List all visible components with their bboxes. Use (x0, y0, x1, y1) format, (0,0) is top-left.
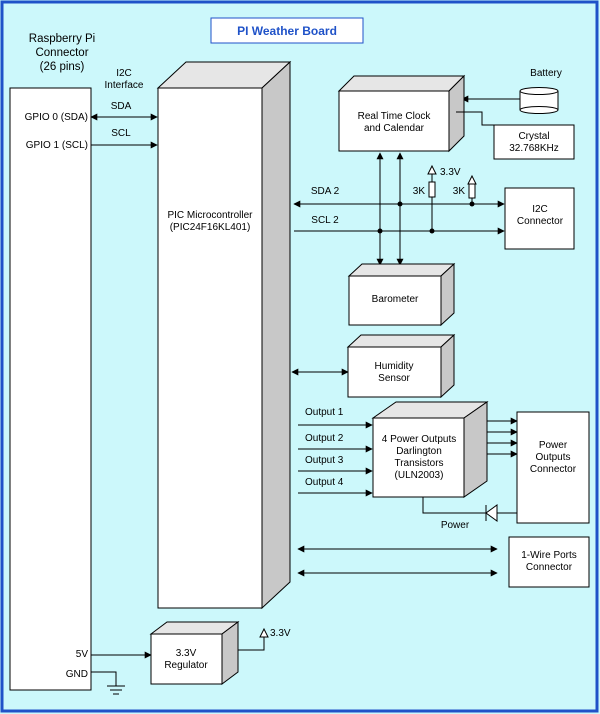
title-box (210, 17, 364, 44)
pullup-voltage-label: 3.3V (440, 167, 461, 178)
rpi-gpio0-label: GPIO 0 (SDA) (25, 112, 88, 123)
regulator-block (149, 621, 240, 685)
rpi-title-line2: Connector (35, 47, 88, 59)
crystal-connection (456, 111, 494, 126)
pullup-resistor-1 (427, 164, 437, 231)
junction-dot (397, 201, 403, 207)
pic-label-line2: (PIC24F16KL401) (170, 222, 251, 233)
power-connector-line1: Power (539, 440, 568, 451)
power-label: Power (441, 520, 470, 531)
pic-label-line1: PIC Microcontroller (167, 210, 253, 221)
diode-symbol (485, 504, 498, 522)
rtc-label-line2: and Calendar (364, 123, 425, 134)
onewire-label-line1: 1-Wire Ports (521, 550, 577, 561)
ground-symbol (91, 671, 125, 695)
i2c-connector-box (504, 187, 575, 250)
humidity-label-line1: Humidity (375, 361, 414, 372)
power-connector-line2: Outputs (535, 452, 570, 463)
output2-label: Output 2 (305, 433, 344, 444)
humidity-sensor-block (346, 333, 456, 399)
rpi-gpio1-label: GPIO 1 (SCL) (26, 140, 88, 151)
i2c-connector-line1: I2C (532, 204, 548, 215)
rpi-connector-box (9, 87, 92, 691)
junction-dot (377, 228, 383, 234)
pullup-resistor-2 (467, 174, 477, 204)
i2c-interface-line1: I2C (116, 68, 132, 79)
regulator-output (238, 627, 269, 651)
crystal-label-line2: 32.768KHz (509, 143, 558, 154)
resistor1-label: 3K (413, 186, 426, 197)
sda-label: SDA (111, 101, 132, 112)
regulator-label-line2: Regulator (164, 660, 208, 671)
i2c-interface-line2: Interface (105, 80, 144, 91)
output4-label: Output 4 (305, 477, 344, 488)
battery-label: Battery (530, 68, 562, 79)
rpi-title-line3: (26 pins) (40, 61, 85, 73)
darlington-label-line1: 4 Power Outputs (382, 434, 456, 445)
battery-icon (519, 87, 559, 114)
sda2-label: SDA 2 (311, 186, 340, 197)
barometer-block (347, 262, 456, 327)
pic-microcontroller-block (156, 60, 292, 610)
crystal-box (493, 124, 575, 160)
rpi-title-line1: Raspberry Pi (29, 33, 95, 45)
crystal-label-line1: Crystal (518, 131, 549, 142)
power-outputs-connector-box (516, 411, 590, 524)
resistor2-label: 3K (453, 186, 466, 197)
regulator-output-voltage: 3.3V (270, 628, 291, 639)
output3-label: Output 3 (305, 455, 344, 466)
darlington-label-line3: Transistors (394, 458, 443, 469)
darlington-label-line2: Darlington (396, 446, 442, 457)
scl-label: SCL (111, 128, 131, 139)
output1-label: Output 1 (305, 407, 344, 418)
darlington-label-line4: (ULN2003) (395, 470, 444, 481)
rtc-label-line1: Real Time Clock (358, 111, 432, 122)
onewire-label-line2: Connector (526, 562, 573, 573)
rpi-5v-label: 5V (76, 649, 89, 660)
i2c-connector-line2: Connector (517, 216, 564, 227)
humidity-label-line2: Sensor (378, 373, 410, 384)
diagram-title: PI Weather Board (237, 24, 337, 38)
rpi-gnd-label: GND (66, 669, 88, 680)
darlington-block (371, 401, 489, 498)
scl2-label: SCL 2 (311, 215, 339, 226)
barometer-label: Barometer (372, 294, 419, 305)
onewire-connector-box (508, 536, 590, 588)
power-connector-line3: Connector (530, 464, 577, 475)
regulator-label-line1: 3.3V (176, 648, 197, 659)
rtc-block (337, 74, 466, 153)
